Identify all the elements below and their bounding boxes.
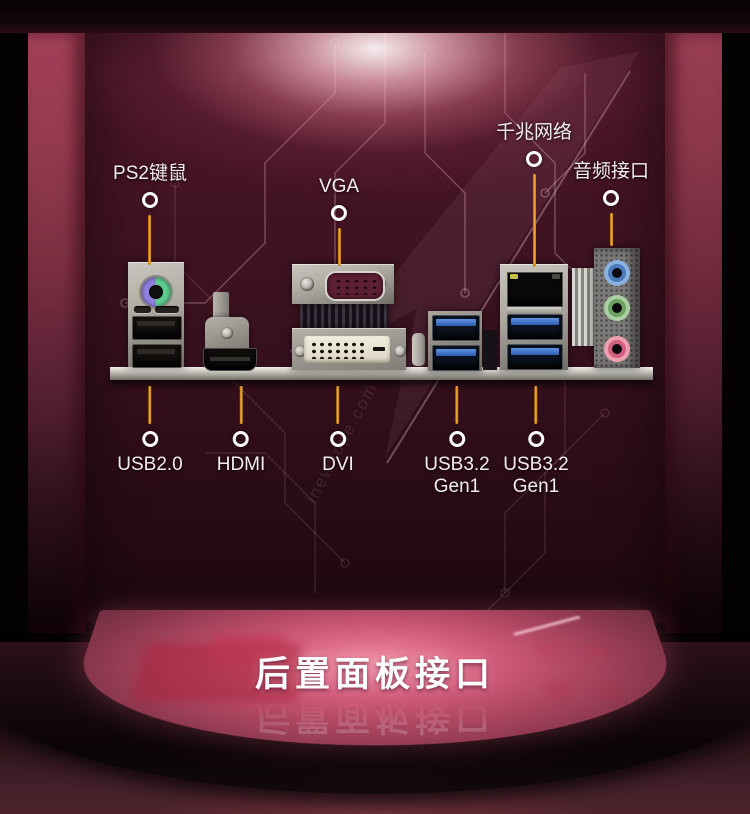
callout-marker bbox=[331, 205, 347, 221]
audio-line-out-jack-icon bbox=[604, 295, 630, 321]
callout-marker bbox=[602, 190, 619, 206]
section-title: 后置面板接口 bbox=[254, 655, 495, 694]
callout-usb32-gen1-a: USB3.2 Gen1 bbox=[424, 386, 490, 498]
callout-line bbox=[148, 215, 152, 265]
callout-usb20: USB2.0 bbox=[117, 386, 183, 476]
indicator-slot bbox=[155, 306, 179, 313]
callout-label: USB2.0 bbox=[117, 454, 183, 475]
screw-icon bbox=[394, 345, 406, 357]
callout-line bbox=[337, 228, 341, 266]
usb3-port-icon bbox=[432, 315, 480, 341]
connector-stack-back bbox=[300, 304, 388, 329]
audio-mic-jack-icon bbox=[604, 336, 630, 362]
callout-line bbox=[534, 386, 538, 424]
callout-usb32-gen1-b: USB3.2 Gen1 bbox=[503, 386, 569, 498]
top-frame-bar bbox=[0, 0, 750, 33]
usb2-port-icon bbox=[132, 344, 182, 368]
callout-label: PS2键鼠 bbox=[113, 163, 187, 184]
ethernet-port-icon bbox=[507, 272, 563, 307]
metal-band bbox=[507, 307, 561, 314]
callout-line bbox=[239, 386, 243, 424]
callout-line bbox=[148, 386, 152, 424]
audio-line-in-jack-icon bbox=[604, 260, 630, 286]
left-pillar bbox=[28, 33, 85, 633]
screw-icon bbox=[294, 345, 306, 357]
callout-ps2: PS2键鼠 bbox=[113, 163, 187, 265]
callout-hdmi: HDMI bbox=[216, 386, 266, 476]
heatsink-fins bbox=[572, 268, 594, 346]
ps2-keyboard-mouse-port-icon bbox=[139, 275, 173, 309]
callout-audio: 音频接口 bbox=[573, 161, 649, 246]
callout-marker bbox=[448, 431, 465, 447]
usb3-port-icon bbox=[507, 344, 563, 370]
callout-marker bbox=[330, 431, 346, 447]
callout-marker bbox=[233, 431, 249, 447]
callout-marker bbox=[141, 192, 158, 208]
callout-dvi: DVI bbox=[322, 386, 354, 476]
dvi-port-icon bbox=[304, 336, 390, 363]
callout-label: HDMI bbox=[216, 454, 266, 475]
callout-label: USB3.2 Gen1 bbox=[503, 454, 569, 497]
section-title-reflection: 后置面板接口 bbox=[254, 697, 495, 736]
callout-marker bbox=[141, 431, 158, 447]
callout-label: DVI bbox=[322, 454, 354, 475]
right-pillar bbox=[665, 33, 722, 633]
usb2-port-icon bbox=[132, 316, 182, 340]
callout-marker bbox=[525, 151, 542, 167]
usb3-port-icon bbox=[507, 314, 563, 340]
screw-icon bbox=[300, 277, 314, 291]
connector-spacer bbox=[483, 330, 497, 370]
callout-label: 音频接口 bbox=[572, 161, 650, 182]
callout-marker bbox=[527, 431, 544, 447]
callout-line bbox=[609, 213, 613, 246]
callout-line bbox=[532, 174, 536, 267]
indicator-slot bbox=[134, 306, 151, 313]
callout-label: VGA bbox=[318, 176, 360, 197]
lan-led bbox=[552, 274, 560, 279]
motherboard-io-photo bbox=[110, 245, 655, 395]
metal-standoff bbox=[412, 333, 425, 366]
audio-jack-panel bbox=[594, 248, 640, 368]
callout-label: USB3.2 Gen1 bbox=[424, 454, 490, 497]
callout-label: 千兆网络 bbox=[495, 122, 573, 143]
callout-vga: VGA bbox=[319, 176, 359, 266]
lan-led bbox=[510, 274, 518, 279]
bracket-tab bbox=[213, 292, 229, 320]
hdmi-port-icon bbox=[203, 348, 257, 371]
vga-port-icon bbox=[325, 271, 385, 301]
callout-line bbox=[336, 386, 340, 424]
screw-icon bbox=[221, 327, 233, 339]
usb3-port-icon bbox=[432, 345, 480, 371]
callout-lan: 千兆网络 bbox=[496, 122, 572, 267]
callout-line bbox=[455, 386, 459, 424]
